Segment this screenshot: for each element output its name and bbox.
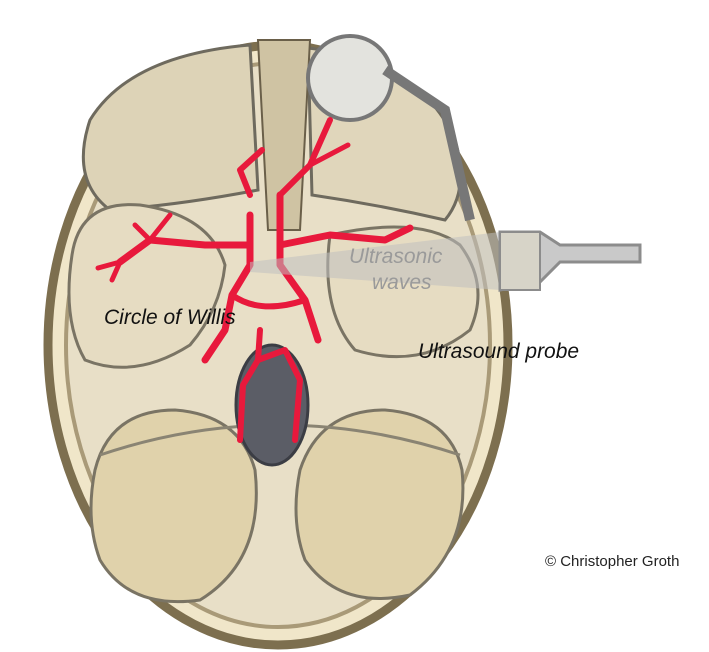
ultrasound-probe-illustration (500, 232, 640, 290)
anterior-fossa (83, 40, 460, 230)
label-waves: waves (372, 271, 432, 295)
copyright-notice: © Christopher Groth (545, 553, 679, 570)
label-ultrasonic: Ultrasonic (349, 245, 442, 269)
label-circle-of-willis: Circle of Willis (104, 306, 236, 330)
label-ultrasound-probe: Ultrasound probe (418, 340, 579, 364)
